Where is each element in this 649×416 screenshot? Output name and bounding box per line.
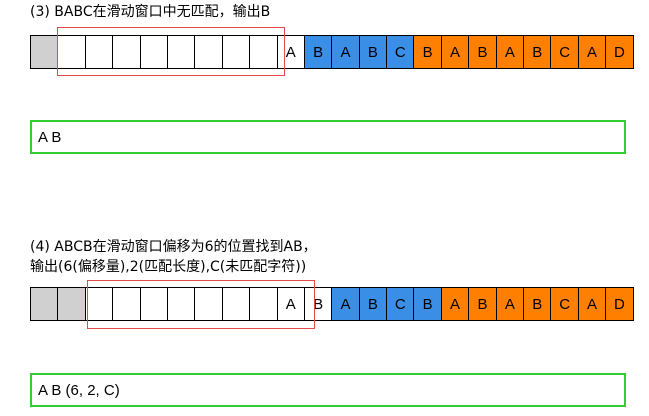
step4-cell-orange: B [523,287,552,321]
step4-cell-orange: D [605,287,634,321]
step3-cell-white [57,35,86,69]
step3-cell-orange: B [523,35,552,69]
step4-cell-white [139,287,168,321]
step3-cell-white [194,35,223,69]
step3-cell-orange: C [550,35,579,69]
step4-cell-orange: B [468,287,497,321]
step3-cell-orange: B [413,35,442,69]
step3-cell-orange: A [440,35,470,69]
step4-cell-white: A [276,287,305,321]
step4-caption-line1: (4) ABCB在滑动窗口偏移为6的位置找到AB， [30,239,317,255]
step3-output-text: A B [38,128,62,146]
step3-caption: (3) BABC在滑动窗口中无匹配，输出B [30,4,271,20]
step3-cell-orange: D [605,35,634,69]
step3-cell-orange: B [468,35,497,69]
step3-cell-blue: B [358,35,388,69]
step4-cell-white [221,287,251,321]
step4-cell-white [112,287,141,321]
step4-cell-white: B [303,287,333,321]
step3-cell-white [166,35,196,69]
step4-cell-orange: C [550,287,579,321]
step3-cell-blue: A [331,35,360,69]
step3-cell-blue: B [303,35,333,69]
step3-cell-white [112,35,141,69]
step4-cell-orange: A [495,287,525,321]
step4-cell-white [194,287,223,321]
step3-output-box: A B [30,120,626,154]
step4-cell-gray [57,287,86,321]
step3-cell-white [139,35,168,69]
step3-cell-orange: A [577,35,607,69]
step4-cell-blue: B [358,287,388,321]
step4-cell-blue: B [413,287,442,321]
step4-cell-orange: A [577,287,607,321]
step3-cell-gray [30,35,59,69]
step4-caption-line2: 输出(6(偏移量),2(匹配长度),C(未匹配字符)) [30,259,307,275]
step4-cell-blue: A [331,287,360,321]
step4-cell-orange: A [440,287,470,321]
step3-cell-white [221,35,251,69]
step4-output-box: A B (6, 2, C) [30,373,626,407]
step3-cell-white [249,35,278,69]
step4-cell-white [249,287,278,321]
step3-cell-orange: A [495,35,525,69]
step3-cell-blue: C [386,35,415,69]
step3-cell-white: A [276,35,305,69]
step4-cell-blue: C [386,287,415,321]
step4-cell-white [166,287,196,321]
step3-cell-white [84,35,114,69]
step4-cell-white [84,287,114,321]
step4-output-text: A B (6, 2, C) [38,381,120,399]
step4-cell-gray [30,287,59,321]
